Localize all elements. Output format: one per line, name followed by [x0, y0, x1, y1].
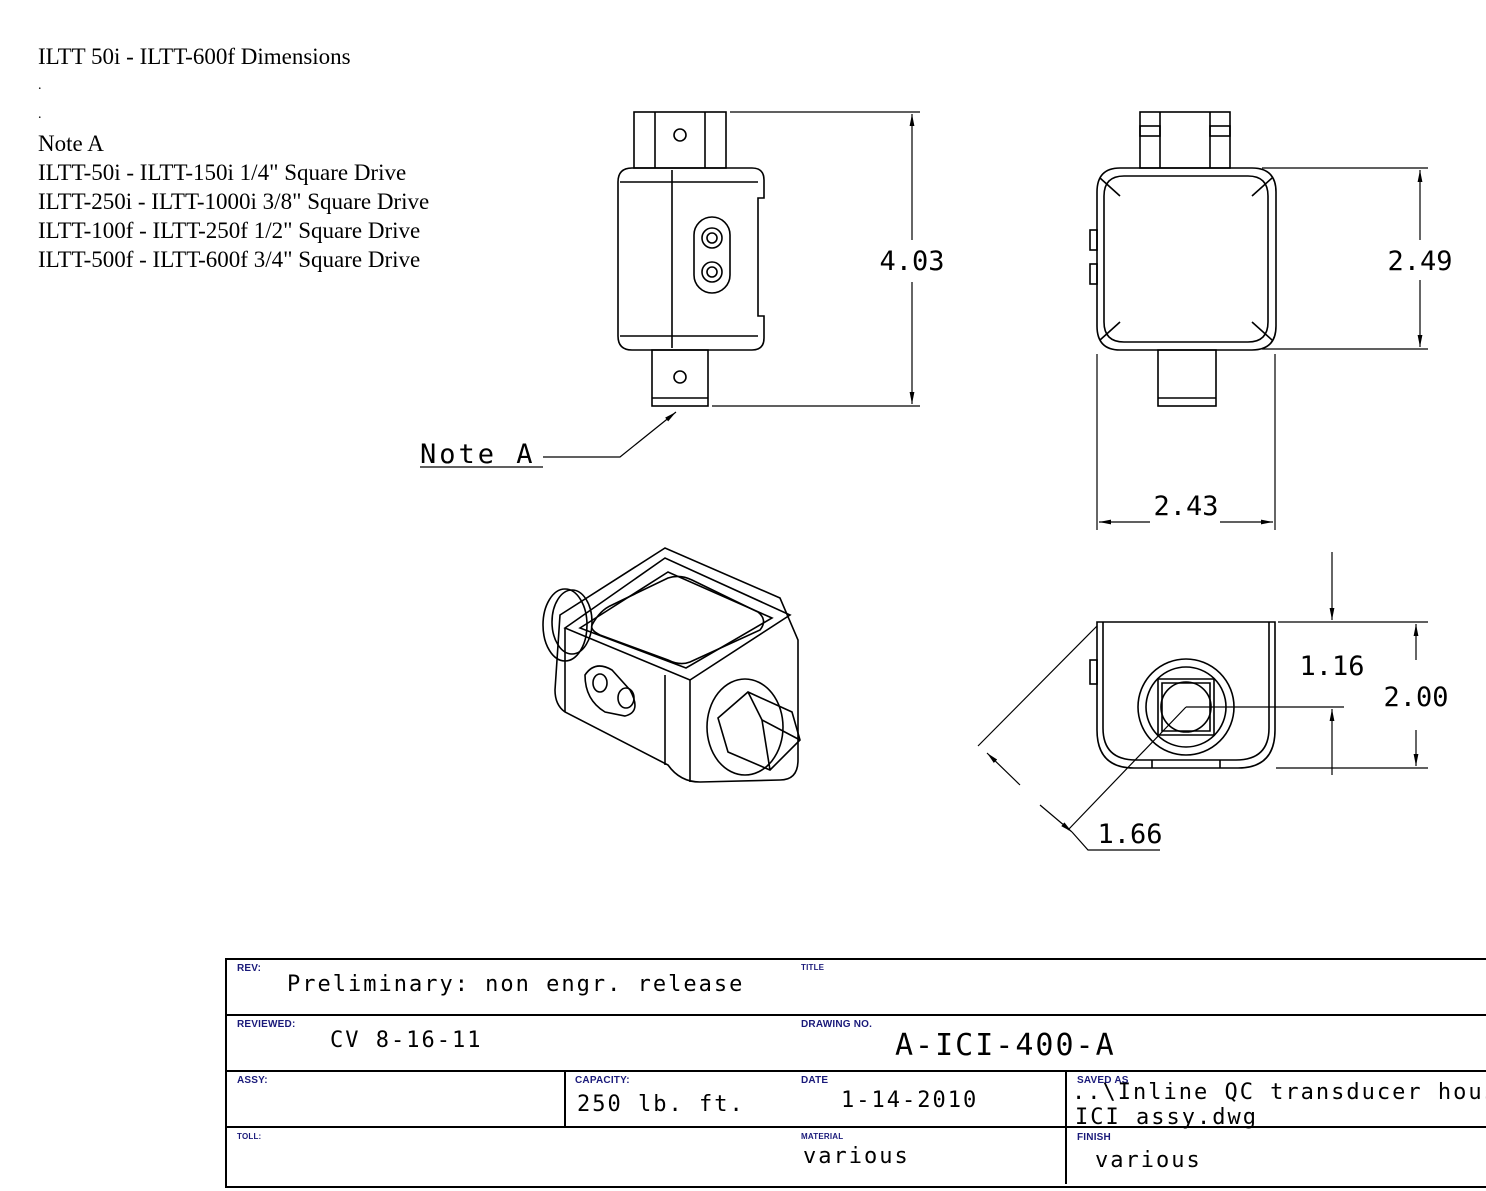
dim-body-height	[1262, 167, 1428, 350]
saved-as-line-1: ..\Inline QC transducer housing\	[1072, 1080, 1486, 1105]
iso-body-outline	[554, 547, 799, 783]
top-view-bottom-drive	[1157, 349, 1217, 407]
finish-value: various	[1095, 1148, 1202, 1173]
dim-overall-height	[712, 111, 920, 407]
top-drive-hole	[673, 128, 687, 142]
dot-line-2: .	[38, 107, 42, 122]
bottom-drive-hole	[673, 370, 687, 384]
end-view-square-drive	[1157, 678, 1215, 736]
top-drive-stub	[633, 111, 727, 169]
dim-text-2-43: 2.43	[1153, 491, 1218, 522]
note-a-callout: Note A	[420, 439, 536, 470]
capacity-value: 250 lb. ft.	[577, 1092, 745, 1117]
reviewed-value: CV 8-16-11	[330, 1028, 483, 1053]
iso-top-face	[563, 557, 792, 681]
rev-value: Preliminary: non engr. release	[287, 972, 745, 997]
top-view-body	[1096, 167, 1277, 351]
dot-line-1: .	[38, 78, 42, 93]
top-view	[1089, 111, 1277, 407]
dim-text-2-49: 2.49	[1387, 246, 1452, 277]
reviewed-label: REVIEWED:	[237, 1019, 296, 1030]
drawing-no-value: A-ICI-400-A	[895, 1028, 1116, 1063]
page-title: ILTT 50i - ILTT-600f Dimensions	[38, 44, 351, 69]
dim-text-2-00: 2.00	[1383, 682, 1448, 713]
note-line-2: ILTT-250i - ILTT-1000i 3/8" Square Drive	[38, 189, 430, 214]
isometric-view	[542, 547, 801, 783]
material-label: MATERIAL	[801, 1132, 844, 1141]
iso-square-drive	[717, 691, 801, 771]
bottom-drive-stub	[651, 349, 709, 407]
material-value: various	[803, 1144, 910, 1169]
note-line-3: ILTT-100f - ILTT-250f 1/2" Square Drive	[38, 218, 421, 243]
capacity-label: CAPACITY:	[575, 1075, 630, 1086]
finish-label: FINISH	[1077, 1132, 1111, 1143]
date-label: DATE	[801, 1075, 829, 1086]
assy-label: ASSY:	[237, 1075, 268, 1086]
top-view-drive	[1139, 111, 1231, 169]
dim-end-view	[1186, 552, 1428, 775]
cad-drawing: 4.03 2.49 2.43 1.16 2.00 1.66 Note A	[420, 111, 1453, 851]
date-value: 1-14-2010	[841, 1088, 979, 1113]
saved-as-label: SAVED AS	[1077, 1075, 1129, 1086]
note-a-leader	[420, 411, 677, 468]
notes-block: ILTT 50i - ILTT-600f Dimensions . . Note…	[38, 42, 429, 274]
dim-diagonal	[977, 625, 1187, 851]
side-body	[617, 167, 765, 351]
iso-connector	[584, 665, 636, 717]
connector-port	[693, 216, 731, 294]
title-label: TITLE	[801, 963, 825, 972]
dim-text-1-16: 1.16	[1299, 651, 1364, 682]
note-line-1: ILTT-50i - ILTT-150i 1/4" Square Drive	[38, 160, 407, 185]
dim-text-4-03: 4.03	[879, 246, 944, 277]
note-line-4: ILTT-500f - ILTT-600f 3/4" Square Drive	[38, 247, 421, 272]
rev-label: REV:	[237, 963, 262, 974]
dim-body-width	[1096, 354, 1276, 530]
side-view	[617, 111, 765, 407]
toll-label: TOLL:	[237, 1132, 262, 1141]
title-block: REV: Preliminary: non engr. release TITL…	[225, 958, 1486, 1188]
end-view	[1089, 621, 1276, 769]
dim-text-1-66: 1.66	[1097, 819, 1162, 850]
saved-as-line-2: ICI assy.dwg	[1075, 1105, 1258, 1130]
note-heading: Note A	[38, 131, 104, 156]
drawing-no-label: DRAWING NO.	[801, 1019, 873, 1030]
end-view-body	[1096, 621, 1276, 769]
iso-drive-flange	[706, 678, 784, 776]
